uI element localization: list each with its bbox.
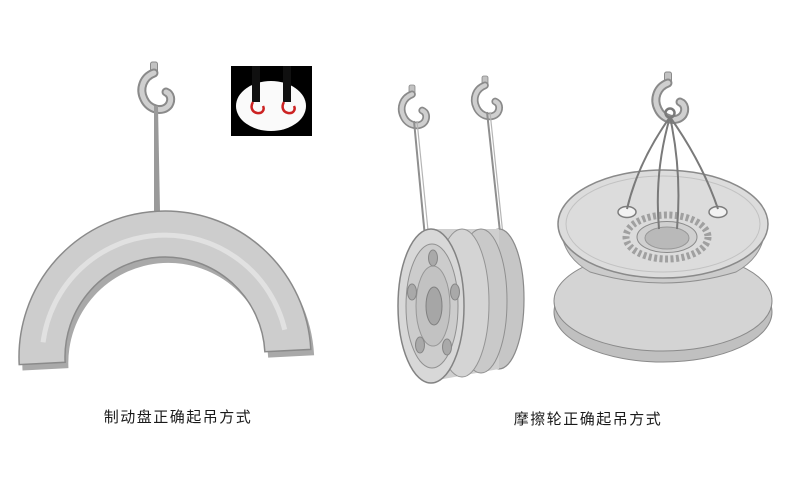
friction-wheel-drum	[553, 169, 773, 363]
crane-hook-icon	[475, 76, 499, 116]
wheel-rim-figure	[397, 76, 525, 384]
clamp-detail-inset	[231, 66, 312, 136]
inset-bar	[252, 66, 260, 102]
crane-hook-icon	[142, 62, 171, 110]
lifting-cable	[489, 111, 504, 236]
caption-friction-wheel: 摩擦轮正确起吊方式	[513, 410, 663, 428]
red-clamp-icon	[250, 101, 265, 115]
brake-disc-arch	[18, 210, 315, 371]
center-hole	[644, 226, 690, 250]
lifting-cable	[154, 106, 160, 211]
knurled-ring	[622, 211, 712, 263]
red-clamp-icon	[281, 101, 296, 115]
crane-hook-icon	[402, 85, 426, 125]
lifting-cable	[413, 120, 427, 249]
caption-brake-disc: 制动盘正确起吊方式	[103, 408, 253, 426]
brake-disc-figure	[18, 62, 315, 371]
friction-wheel-figure	[553, 72, 773, 363]
wheel-rim	[397, 228, 525, 384]
lifting-cable	[486, 111, 501, 233]
sling-ropes	[626, 107, 719, 230]
crane-hook-icon	[656, 72, 685, 120]
hub-hole	[425, 286, 443, 326]
lifting-cable	[416, 120, 431, 251]
inset-bar	[283, 66, 291, 102]
inset-bowl	[236, 81, 306, 131]
